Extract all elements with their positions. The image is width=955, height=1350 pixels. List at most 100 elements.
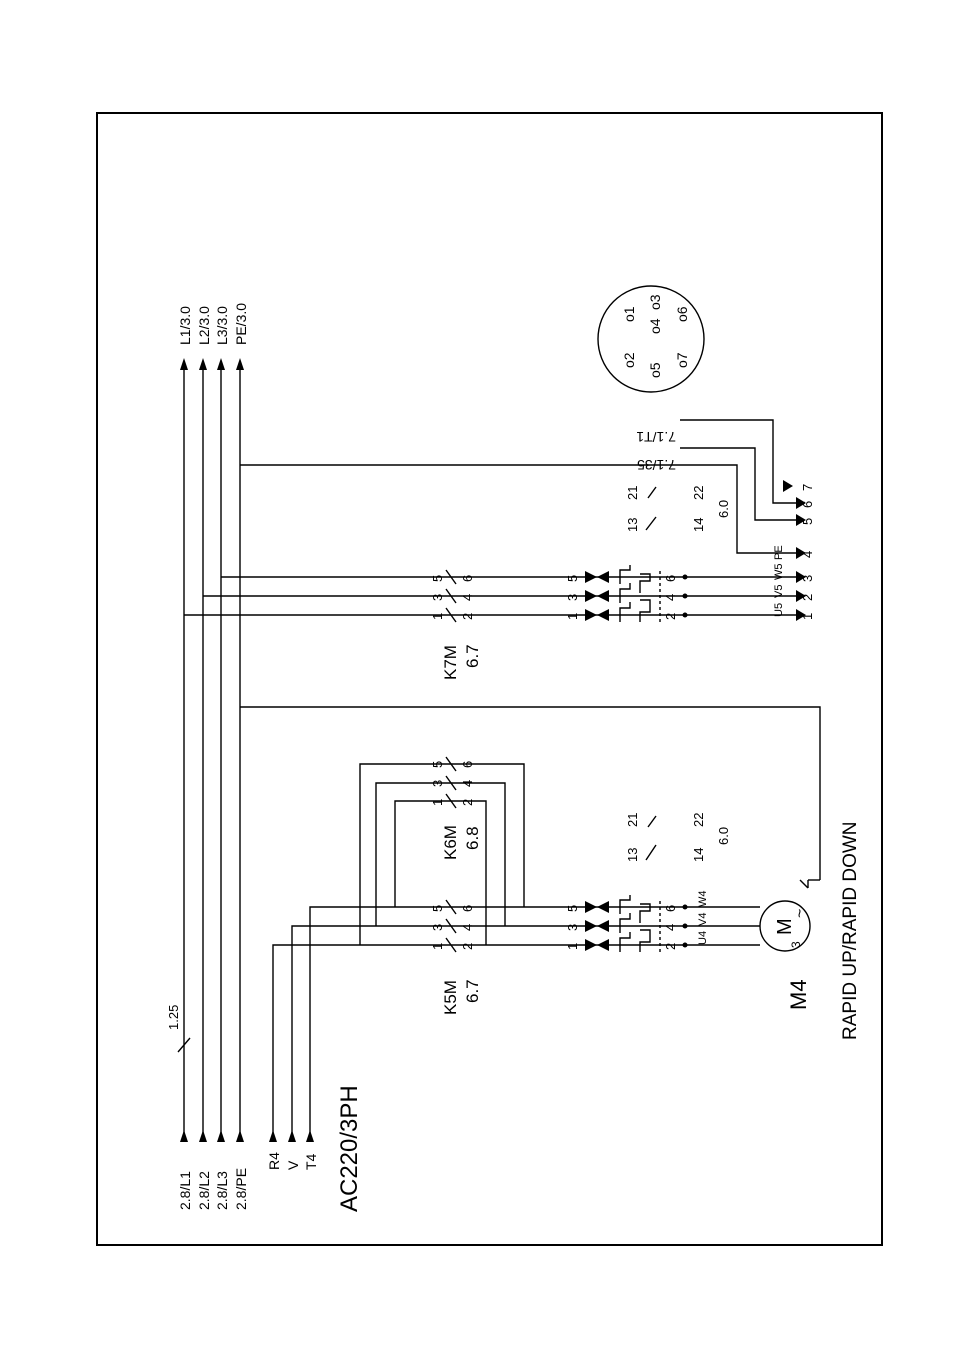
conn-pin-o6: o6 (674, 306, 690, 322)
k6m-t2: 2 (460, 799, 475, 806)
out-term-pe: PE (773, 545, 785, 560)
k5m-k6m-circuit (240, 707, 820, 945)
k5m-contactor: K5M 6.7 1 3 5 2 4 6 (430, 900, 482, 1015)
out-pin-5: 5 (800, 518, 815, 525)
conn-pin-o7: o7 (674, 352, 690, 368)
overload-relay-upper: 1 3 5 2 4 6 (565, 565, 688, 622)
k6m-t6: 6 (460, 761, 475, 768)
aux1-no-top: 13 (625, 848, 640, 862)
relay-upper-t5: 5 (565, 575, 580, 582)
ref-right-l3: L3/3.0 (214, 306, 230, 345)
motor-name: M4 (786, 979, 811, 1010)
aux1-nc-bot: 22 (691, 813, 706, 827)
k7m-t6: 6 (460, 575, 475, 582)
aux2-nc-bot: 22 (691, 486, 706, 500)
ref-left-l2: 2.8/L2 (196, 1171, 212, 1210)
relay-upper-t4: 4 (663, 594, 678, 601)
k6m-t5: 5 (430, 761, 445, 768)
k7m-t4: 4 (460, 594, 475, 601)
k7m-contactor: K7M 6.7 1 3 5 2 4 6 (430, 570, 482, 680)
relay-lower-t6: 6 (663, 905, 678, 912)
aux-contacts-upper: 13 14 21 22 6.0 (625, 486, 731, 532)
conn-pin-o5: o5 (647, 362, 663, 378)
k7m-t1: 1 (430, 613, 445, 620)
motor-symbol: M (774, 918, 796, 935)
aux1-no-bot: 14 (691, 848, 706, 862)
motor-ac: ~ (792, 909, 809, 918)
relay-lower-t1: 1 (565, 943, 580, 950)
k7m-circuit (184, 420, 800, 615)
k7m-t2: 2 (460, 613, 475, 620)
k6m-t3: 3 (430, 780, 445, 787)
ref-right-pe: PE/3.0 (233, 303, 249, 345)
supply-left-refs: 2.8/L1 2.8/L2 2.8/L3 2.8/PE (177, 1168, 249, 1210)
out-pin-2: 2 (800, 594, 815, 601)
aux1-ref: 6.0 (716, 827, 731, 845)
relay-lower-t4: 4 (663, 924, 678, 931)
relay-lower-t3: 3 (565, 924, 580, 931)
relay-lower-t5: 5 (565, 905, 580, 912)
out-term-v5: V5 (773, 585, 785, 598)
k6m-t1: 1 (430, 799, 445, 806)
k6m-contactor: K6M 6.8 1 3 5 2 4 6 (430, 757, 482, 860)
relay-lower-t2: 2 (663, 943, 678, 950)
k5m-t4: 4 (460, 924, 475, 931)
k5m-ref: 6.7 (463, 979, 482, 1003)
relay-upper-t6: 6 (663, 575, 678, 582)
relay-upper-t1: 1 (565, 613, 580, 620)
out-pin-6: 6 (800, 501, 815, 508)
conn-pin-o4: o4 (647, 318, 663, 334)
k7m-t5: 5 (430, 575, 445, 582)
overload-relay-lower: 1 3 5 2 4 6 U4 V4 W4 (565, 891, 709, 953)
out-term-u5: U5 (773, 603, 785, 617)
ctrl-ref-v: V (285, 1160, 301, 1170)
k6m-name: K6M (441, 825, 460, 860)
aux2-no-top: 13 (625, 518, 640, 532)
output-terminals: U5 V5 W5 PE 1 2 3 4 5 6 7 (773, 480, 815, 621)
k5m-name: K5M (441, 980, 460, 1015)
aux2-nc-top: 21 (625, 486, 640, 500)
k6m-t4: 4 (460, 780, 475, 787)
ref-left-l3: 2.8/L3 (214, 1171, 230, 1210)
ref-right-l2: L2/3.0 (196, 306, 212, 345)
k7m-name: K7M (441, 645, 460, 680)
relay-upper-t3: 3 (565, 594, 580, 601)
conn-pin-o1: o1 (621, 306, 637, 322)
ref-7-1-35: 7.1/35 (637, 457, 676, 473)
k6m-ref: 6.8 (463, 826, 482, 850)
ref-7-1-t1: 7.1/T1 (636, 429, 676, 445)
connector-plug: o2 o1 o5 o4 o3 o7 o6 (598, 286, 704, 392)
supply-right-refs: L1/3.0 L2/3.0 L3/3.0 PE/3.0 (177, 303, 249, 345)
out-pin-1: 1 (800, 613, 815, 620)
aux2-ref: 6.0 (716, 500, 731, 518)
k5m-t6: 6 (460, 905, 475, 912)
k7m-ref: 6.7 (463, 644, 482, 668)
motor-label: RAPID UP/RAPID DOWN (840, 821, 861, 1040)
motor-term-v4: V4 (697, 913, 709, 926)
k5m-t2: 2 (460, 943, 475, 950)
wire-mark: 1.25 (166, 1005, 181, 1030)
aux1-nc-top: 21 (625, 813, 640, 827)
ref-right-l1: L1/3.0 (177, 306, 193, 345)
out-pin-3: 3 (800, 575, 815, 582)
voltage-label: AC220/3PH (336, 1085, 363, 1212)
out-pin-4: 4 (800, 551, 815, 558)
ctrl-ref-r4: R4 (266, 1152, 282, 1170)
drawing-frame (97, 113, 882, 1245)
out-pin-7: 7 (800, 484, 815, 491)
conn-pin-o2: o2 (621, 352, 637, 368)
aux2-no-bot: 14 (691, 518, 706, 532)
ref-left-pe: 2.8/PE (233, 1168, 249, 1210)
ctrl-ref-t4: T4 (303, 1153, 319, 1170)
relay-upper-t2: 2 (663, 613, 678, 620)
ref-left-l1: 2.8/L1 (177, 1171, 193, 1210)
conn-pin-o3: o3 (647, 294, 663, 310)
out-term-w5: W5 (773, 564, 785, 581)
aux-contacts-lower: 13 14 21 22 6.0 (625, 813, 731, 862)
k5m-t3: 3 (430, 924, 445, 931)
motor-term-u4: U4 (697, 931, 709, 945)
k5m-t1: 1 (430, 943, 445, 950)
motor-phase: 3 (789, 941, 803, 948)
motor-term-w4: W4 (697, 891, 709, 908)
